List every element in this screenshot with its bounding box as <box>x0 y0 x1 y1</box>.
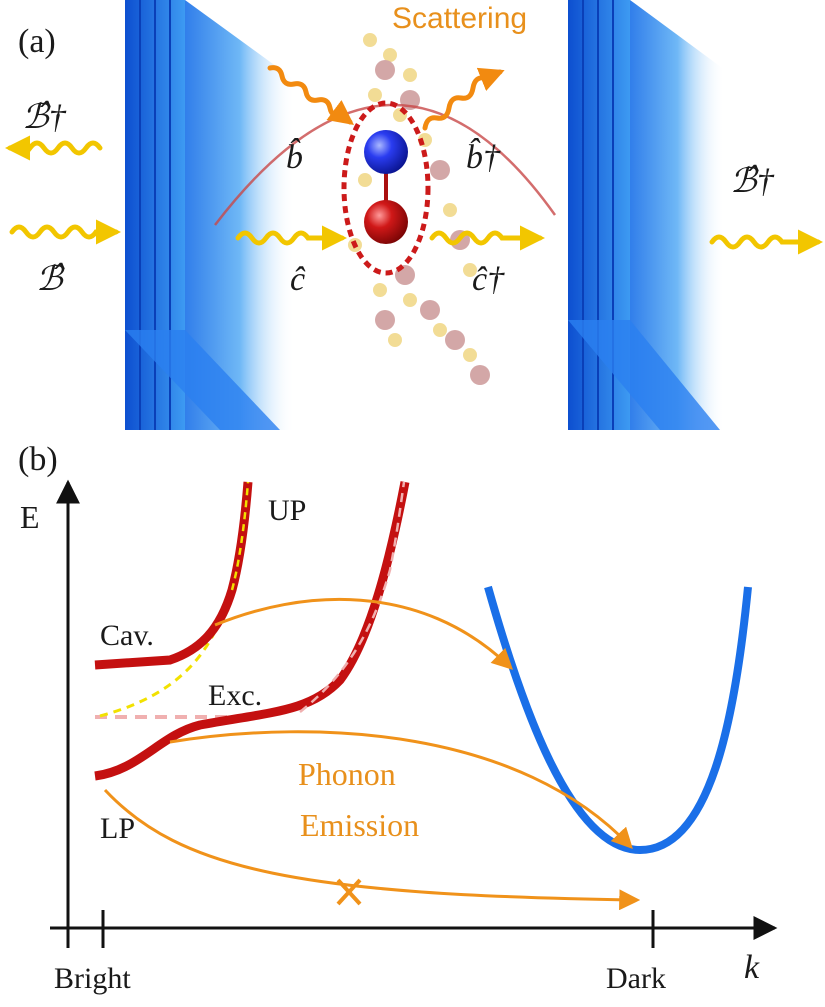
arrow-cavity-to-dark <box>214 597 514 670</box>
arrow-lp-to-dark-min <box>169 730 633 850</box>
label-exc: Exc. <box>208 679 262 712</box>
panel-a-tag: (a) <box>18 23 56 60</box>
label-phonon: Phonon <box>298 756 396 792</box>
label-cav: Cav. <box>100 619 154 652</box>
photon-c-in <box>235 225 347 251</box>
phonon-b-out <box>422 67 505 131</box>
label-lp: LP <box>100 812 135 845</box>
left-mirror <box>125 0 295 430</box>
photon-left-out <box>5 135 103 161</box>
label-c-dagger: ĉ† <box>472 261 505 298</box>
label-B-left-out: ℬ̂† <box>22 99 67 136</box>
label-B-left-in: ℬ̂ <box>36 261 66 298</box>
lower-polariton-curve <box>94 481 410 781</box>
electron <box>364 130 408 174</box>
right-mirror <box>568 0 725 430</box>
arrow-bright-to-dark-forbidden <box>103 788 641 911</box>
y-axis-label: E <box>20 499 40 535</box>
phonon-arc <box>214 103 557 226</box>
label-c: ĉ <box>290 261 306 298</box>
hole <box>364 200 408 244</box>
label-emission: Emission <box>300 807 419 843</box>
panel-b: (b) E k Bright Dark UP <box>18 441 778 995</box>
panel-a: (a) <box>5 0 823 430</box>
scattering-title: Scattering <box>392 2 527 35</box>
label-B-right-out: ℬ̂† <box>730 163 775 200</box>
tick-label-dark: Dark <box>606 962 666 995</box>
label-b-dagger: b̂† <box>466 137 501 176</box>
forbidden-x-mark <box>336 878 362 906</box>
dark-exciton-parabola <box>484 585 752 855</box>
photon-right-out <box>709 229 823 255</box>
photon-left-in <box>9 219 121 245</box>
label-b: b̂ <box>286 137 303 176</box>
photon-c-out <box>429 225 545 251</box>
exciton <box>341 100 431 276</box>
tick-label-bright: Bright <box>54 962 131 995</box>
label-up: UP <box>268 494 306 527</box>
panel-b-tag: (b) <box>18 441 58 478</box>
phonon-b-in <box>267 65 354 125</box>
x-axis-label: k <box>744 949 760 986</box>
